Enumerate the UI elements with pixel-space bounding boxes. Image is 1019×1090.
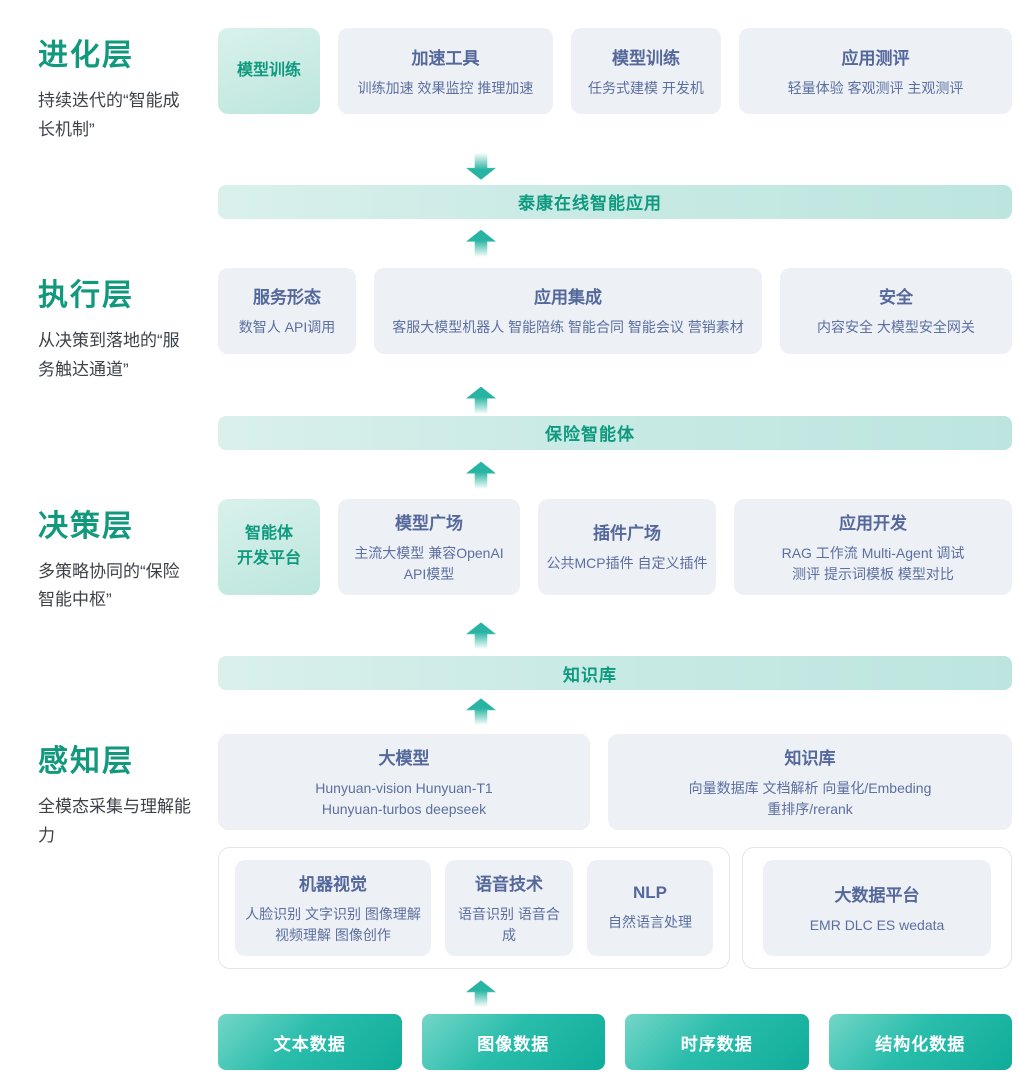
- card-title: 语音技术: [475, 875, 543, 895]
- card-items-line1: 人脸识别 文字识别 图像理解: [245, 906, 421, 923]
- card-highlight-model-training: 模型训练: [218, 28, 320, 114]
- card-items: 客服大模型机器人 智能陪练 智能合同 智能会议 营销素材: [392, 319, 744, 336]
- card-items-line2: 测评 提示词模板 模型对比: [792, 565, 954, 582]
- card-title: 知识库: [784, 749, 836, 769]
- card-items-line2: 视频理解 图像创作: [275, 927, 391, 944]
- card-security: 安全 内容安全 大模型安全网关: [780, 267, 1012, 354]
- card-items-line2: Hunyuan-turbos deepseek: [321, 801, 487, 818]
- data-source-row: 文本数据 图像数据 时序数据 结构化数据: [218, 1014, 1012, 1071]
- card-title: 机器视觉: [299, 875, 367, 895]
- layer-title-decision: 决策层: [38, 509, 134, 543]
- layer-subtitle-perception: 全模态采集与理解能力: [38, 797, 191, 846]
- layer-execution: 执行层 从决策到落地的“服务触达通道” 服务形态 数智人 API调用 应用集成 …: [0, 267, 1012, 385]
- layer-perception: 感知层 全模态采集与理解能力 大模型 Hunyuan-vision Hunyua…: [0, 734, 1012, 970]
- layer-subtitle-decision: 多策略协同的“保险智能中枢”: [38, 561, 180, 610]
- arrow-up-icon: [466, 980, 496, 1008]
- arrow-up-icon: [466, 386, 496, 414]
- layer-evolution-label: 进化层 持续迭代的“智能成长机制”: [0, 28, 218, 145]
- card-bigdata-platform: 大数据平台 EMR DLC ES wedata: [763, 860, 991, 957]
- card-items: 任务式建模 开发机: [588, 79, 704, 96]
- card-app-development: 应用开发 RAG 工作流 Multi-Agent 调试 测评 提示词模板 模型对…: [734, 498, 1012, 595]
- banner-knowledge-base: 知识库: [218, 656, 1012, 691]
- arrow-down-icon: [466, 152, 496, 180]
- card-items-line1: RAG 工作流 Multi-Agent 调试: [781, 544, 965, 561]
- card-plugin-plaza: 插件广场 公共MCP插件 自定义插件: [538, 498, 716, 595]
- banner-insurance-agent: 保险智能体: [218, 415, 1012, 450]
- card-app-integration: 应用集成 客服大模型机器人 智能陪练 智能合同 智能会议 营销素材: [374, 267, 762, 354]
- arrow-up-icon: [466, 698, 496, 726]
- card-title: 服务形态: [253, 288, 321, 308]
- layer-subtitle-evolution: 持续迭代的“智能成长机制”: [38, 91, 180, 139]
- group-bigdata: 大数据平台 EMR DLC ES wedata: [742, 847, 1012, 970]
- card-title: 大数据平台: [834, 885, 920, 905]
- card-title: 应用测评: [841, 48, 910, 68]
- arrow-up-icon: [466, 622, 496, 650]
- layer-decision: 决策层 多策略协同的“保险智能中枢” 智能体 开发平台 模型广场 主流大模型 兼…: [0, 498, 1012, 616]
- card-highlight-line2: 开发平台: [236, 549, 301, 567]
- card-title: 模型训练: [612, 48, 680, 68]
- card-title: 插件广场: [593, 524, 661, 544]
- card-items: 数智人 API调用: [238, 319, 336, 336]
- data-source-structured: 结构化数据: [828, 1014, 1012, 1071]
- card-title: NLP: [633, 883, 667, 903]
- layer-title-perception: 感知层: [38, 745, 134, 779]
- layer-perception-label: 感知层 全模态采集与理解能力: [0, 734, 218, 969]
- card-items-line2: 重排序/rerank: [767, 801, 853, 818]
- card-highlight-line1: 智能体: [244, 524, 293, 542]
- card-title: 应用集成: [534, 288, 602, 308]
- card-items-line1: 向量数据库 文档解析 向量化/Embeding: [688, 780, 932, 797]
- card-highlight-agent-platform: 智能体 开发平台: [218, 498, 320, 595]
- card-items: EMR DLC ES wedata: [809, 916, 945, 933]
- card-items-line1: 主流大模型 兼容OpenAI: [354, 544, 504, 561]
- layer-subtitle-execution: 从决策到落地的“服务触达通道”: [38, 330, 180, 379]
- card-model-training: 模型训练 任务式建模 开发机: [571, 28, 721, 114]
- card-machine-vision: 机器视觉 人脸识别 文字识别 图像理解 视频理解 图像创作: [235, 860, 431, 957]
- card-acceleration-tools: 加速工具 训练加速 效果监控 推理加速: [338, 28, 553, 114]
- layer-title-evolution: 进化层: [38, 39, 134, 72]
- card-title: 应用开发: [839, 513, 907, 533]
- card-title: 模型广场: [395, 513, 463, 533]
- card-nlp: NLP 自然语言处理: [587, 860, 713, 957]
- arrow-up-icon: [466, 461, 496, 489]
- layer-title-execution: 执行层: [38, 278, 134, 312]
- card-service-forms: 服务形态 数智人 API调用: [218, 267, 356, 354]
- banner-taikang-app: 泰康在线智能应用: [218, 184, 1012, 219]
- card-large-models: 大模型 Hunyuan-vision Hunyuan-T1 Hunyuan-tu…: [218, 734, 590, 831]
- card-items: 语音识别 语音合成: [458, 906, 560, 944]
- card-items-line2: API模型: [403, 565, 455, 582]
- card-highlight-model-training-label: 模型训练: [236, 61, 301, 79]
- card-title: 安全: [879, 288, 913, 308]
- data-source-timeseries: 时序数据: [625, 1014, 809, 1071]
- group-ai-capabilities: 机器视觉 人脸识别 文字识别 图像理解 视频理解 图像创作 语音技术 语音识别 …: [218, 847, 730, 970]
- data-source-image: 图像数据: [421, 1014, 605, 1071]
- card-title: 加速工具: [411, 48, 480, 68]
- arrow-up-icon: [466, 229, 496, 257]
- layer-evolution: 进化层 持续迭代的“智能成长机制” 模型训练 加速工具 训练加速 效果监控 推理…: [0, 28, 1012, 145]
- card-model-plaza: 模型广场 主流大模型 兼容OpenAI API模型: [338, 498, 520, 595]
- card-items: 轻量体验 客观测评 主观测评: [787, 79, 964, 96]
- data-source-text: 文本数据: [218, 1014, 402, 1071]
- layer-execution-label: 执行层 从决策到落地的“服务触达通道”: [0, 268, 218, 385]
- card-items: 自然语言处理: [608, 914, 692, 931]
- card-knowledge-base: 知识库 向量数据库 文档解析 向量化/Embeding 重排序/rerank: [608, 734, 1012, 831]
- layer-decision-label: 决策层 多策略协同的“保险智能中枢”: [0, 499, 218, 616]
- card-items: 公共MCP插件 自定义插件: [546, 555, 708, 572]
- card-app-evaluation: 应用测评 轻量体验 客观测评 主观测评: [739, 28, 1012, 114]
- card-title: 大模型: [378, 749, 430, 769]
- card-items-line1: Hunyuan-vision Hunyuan-T1: [315, 780, 493, 797]
- card-items: 训练加速 效果监控 推理加速: [357, 79, 534, 96]
- card-speech-tech: 语音技术 语音识别 语音合成: [445, 860, 573, 957]
- card-items: 内容安全 大模型安全网关: [817, 319, 975, 336]
